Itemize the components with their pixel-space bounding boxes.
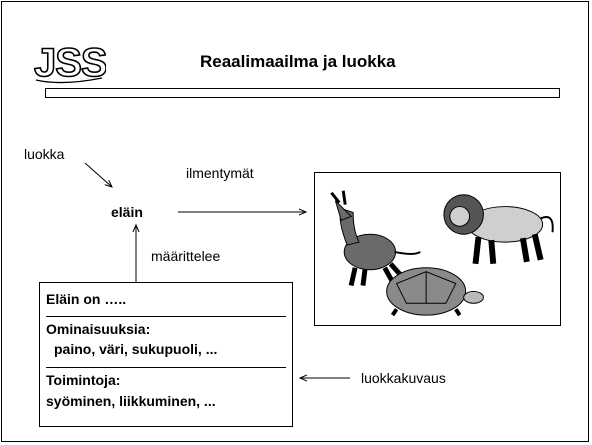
class-box-divider	[46, 367, 286, 368]
attributes-list: paino, väri, sukupuoli, ...	[54, 341, 217, 357]
tortoise-icon	[387, 268, 484, 315]
instances-box	[314, 172, 561, 326]
class-description-label: luokkakuvaus	[361, 370, 446, 386]
class-box-header: Eläin on …..	[46, 291, 126, 307]
class-box-divider	[46, 316, 286, 317]
instances-label: ilmentymät	[186, 165, 254, 181]
attributes-title: Ominaisuuksia:	[46, 321, 150, 337]
operations-title: Toimintoja:	[46, 372, 120, 388]
class-description-box: Eläin on ….. Ominaisuuksia: paino, väri,…	[39, 282, 293, 427]
operations-list: syöminen, liikkuminen, ...	[46, 393, 216, 409]
class-name: eläin	[111, 204, 143, 220]
class-label-arrow	[85, 163, 112, 187]
class-label: luokka	[24, 146, 64, 162]
lion-icon	[444, 195, 553, 264]
defines-label: määrittelee	[151, 248, 220, 264]
